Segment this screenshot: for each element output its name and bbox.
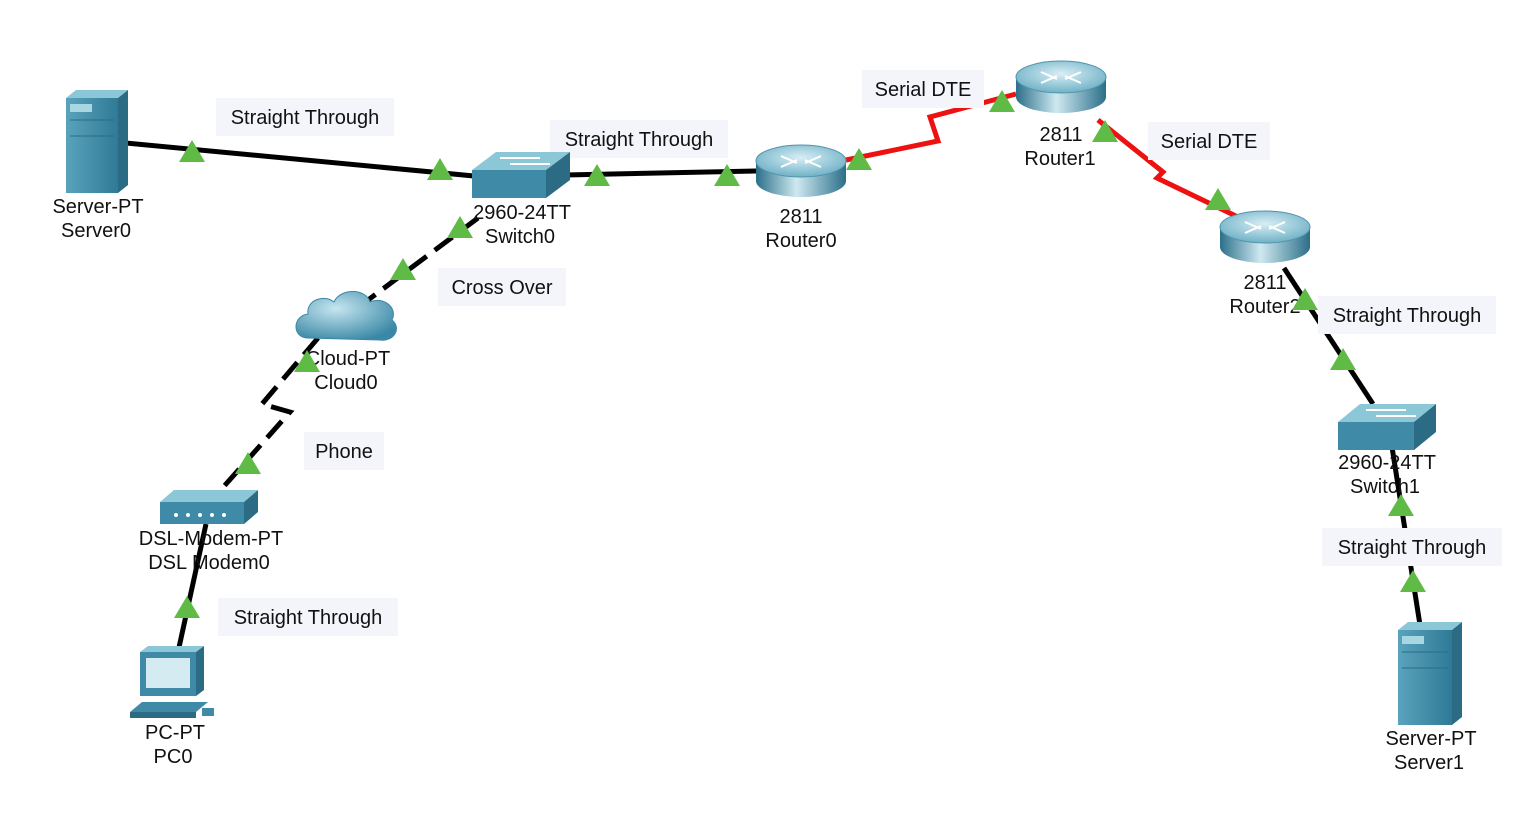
pc-icon <box>130 646 214 718</box>
device-name: Router2 <box>1229 296 1300 318</box>
link-up-indicator <box>1292 288 1318 310</box>
link-label-router2-switch1: Straight Through <box>1318 296 1496 334</box>
cloud-icon <box>295 291 397 341</box>
link-cloud0-modem0[interactable] <box>216 336 320 495</box>
link-up-indicator <box>447 216 473 238</box>
svg-text:Straight Through: Straight Through <box>234 607 383 629</box>
link-up-indicator <box>179 140 205 162</box>
link-label-router0-router1: Serial DTE <box>862 70 984 108</box>
device-model: Cloud-PT <box>306 348 390 370</box>
svg-text:Serial DTE: Serial DTE <box>1161 131 1258 153</box>
device-model: PC-PT <box>145 722 205 744</box>
device-server0[interactable]: Server-PT Server0 <box>52 90 144 242</box>
link-label-switch1-server1: Straight Through <box>1322 528 1502 566</box>
link-up-indicator <box>1388 494 1414 516</box>
svg-text:Serial DTE: Serial DTE <box>875 79 972 101</box>
link-label-switch0-router0: Straight Through <box>550 120 728 158</box>
link-label-switch0-cloud0: Cross Over <box>438 268 566 306</box>
link-router1-router2[interactable] <box>1096 118 1242 221</box>
device-router2[interactable]: 2811 Router2 <box>1219 210 1311 318</box>
link-up-indicator <box>294 350 320 372</box>
switch-icon <box>1338 404 1436 450</box>
router-icon <box>755 144 847 197</box>
svg-text:Straight Through: Straight Through <box>231 107 380 129</box>
svg-text:Phone: Phone <box>315 441 373 463</box>
device-name: Server1 <box>1394 752 1464 774</box>
device-cloud0[interactable]: Cloud-PT Cloud0 <box>295 291 397 395</box>
device-name: Cloud0 <box>314 372 377 394</box>
link-up-indicator <box>390 258 416 280</box>
link-router2-switch1[interactable] <box>1281 266 1376 406</box>
link-up-indicator <box>1205 188 1231 210</box>
device-name: Switch1 <box>1350 476 1420 498</box>
device-name: PC0 <box>154 746 193 768</box>
router-icon <box>1219 210 1311 263</box>
device-model: 2960-24TT <box>1338 452 1436 474</box>
link-label-server0-switch0: Straight Through <box>216 98 394 136</box>
server-icon <box>66 90 128 193</box>
link-up-indicator <box>714 164 740 186</box>
device-name: Switch0 <box>485 226 555 248</box>
device-model: 2960-24TT <box>473 202 571 224</box>
device-switch1[interactable]: 2960-24TT Switch1 <box>1338 404 1436 498</box>
device-name: DSL Modem0 <box>148 552 270 574</box>
link-up-indicator <box>174 596 200 618</box>
link-switch0-cloud0[interactable] <box>350 215 480 315</box>
link-label-cloud0-modem0: Phone <box>304 432 384 470</box>
device-model: Server-PT <box>52 196 143 218</box>
device-pc0[interactable]: PC-PT PC0 <box>130 646 214 768</box>
device-model: 2811 <box>1039 124 1082 146</box>
device-router0[interactable]: 2811 Router0 <box>755 144 847 252</box>
link-modem0-pc0[interactable] <box>175 523 209 653</box>
device-name: Router0 <box>765 230 836 252</box>
dsl-modem-icon <box>160 490 258 524</box>
link-up-indicator <box>427 158 453 180</box>
link-up-indicator <box>1092 120 1118 142</box>
svg-text:Straight Through: Straight Through <box>1338 537 1487 559</box>
svg-text:Straight Through: Straight Through <box>1333 305 1482 327</box>
device-switch0[interactable]: 2960-24TT Switch0 <box>472 152 571 248</box>
link-server0-switch0[interactable] <box>125 140 475 179</box>
device-model: Server-PT <box>1385 728 1476 750</box>
device-modem0[interactable]: DSL-Modem-PT DSL Modem0 <box>139 490 283 574</box>
link-up-indicator <box>235 452 261 474</box>
device-name: Router1 <box>1024 148 1095 170</box>
router-icon <box>1015 60 1107 113</box>
svg-text:Straight Through: Straight Through <box>565 129 714 151</box>
link-up-indicator <box>846 148 872 170</box>
link-up-indicator <box>584 164 610 186</box>
link-up-indicator <box>1330 348 1356 370</box>
link-up-indicator <box>989 90 1015 112</box>
device-model: 2811 <box>779 206 822 228</box>
device-server1[interactable]: Server-PT Server1 <box>1385 622 1477 774</box>
switch-icon <box>472 152 570 198</box>
device-model: DSL-Modem-PT <box>139 528 283 550</box>
device-name: Server0 <box>61 220 131 242</box>
link-up-indicator <box>1400 570 1426 592</box>
device-model: 2811 <box>1243 272 1286 294</box>
link-label-modem0-pc0: Straight Through <box>218 598 398 636</box>
svg-text:Cross Over: Cross Over <box>451 277 552 299</box>
device-router1[interactable]: 2811 Router1 <box>1015 60 1107 170</box>
server-icon <box>1398 622 1462 725</box>
link-label-router1-router2: Serial DTE <box>1148 122 1270 160</box>
